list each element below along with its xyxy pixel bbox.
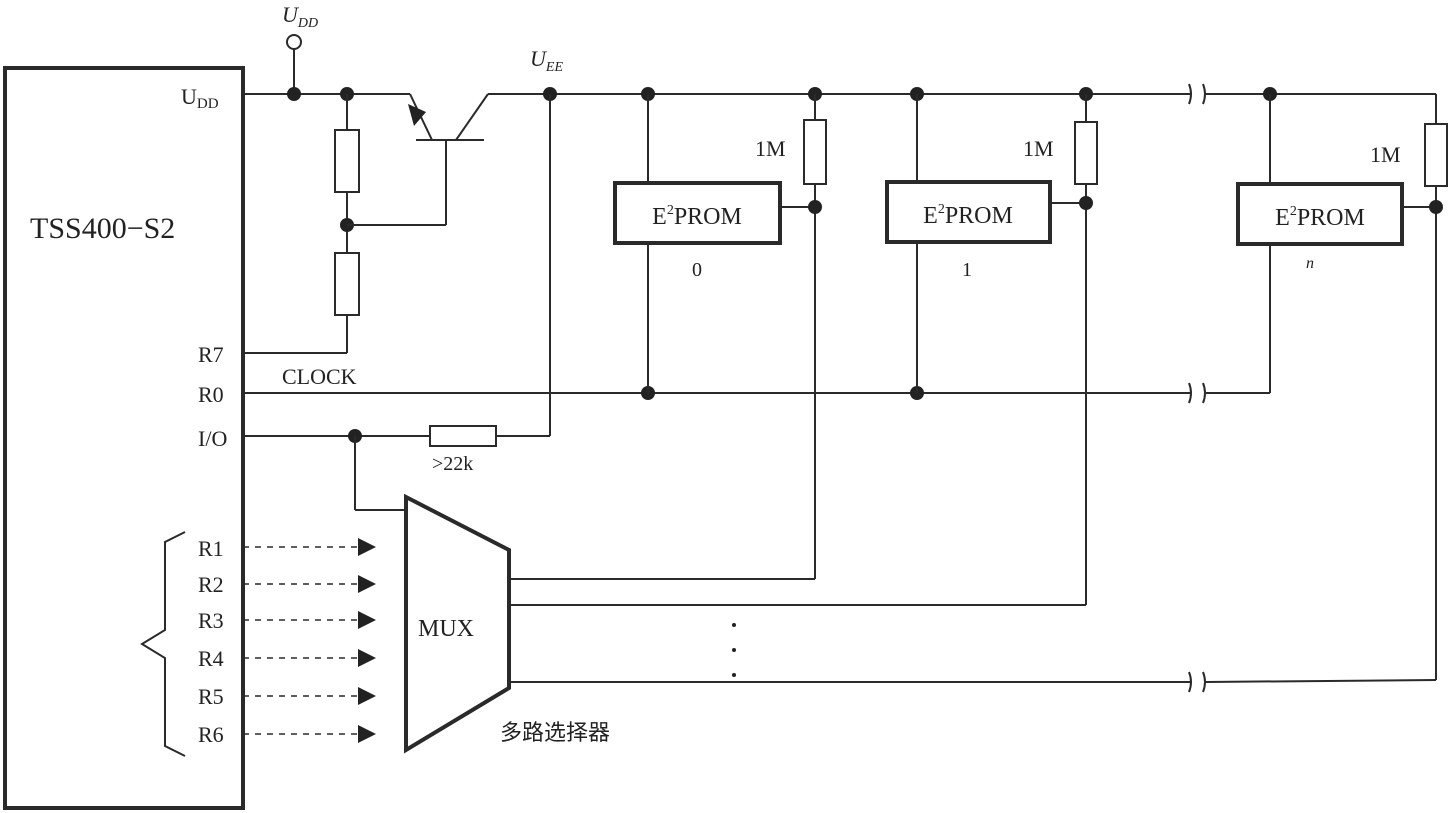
- pullup-1-resistor: [1074, 121, 1098, 185]
- pin-io-label: I/O: [198, 426, 227, 451]
- pin-r2-label: R2: [198, 572, 224, 597]
- eeprom-0: [613, 181, 782, 245]
- pin-r5-label: R5: [198, 684, 224, 709]
- pin-group-brace: [140, 531, 186, 757]
- io-resistor-label: >22k: [432, 453, 473, 475]
- select-arrow-r3: [243, 611, 376, 629]
- pin-r1-label: R1: [198, 536, 224, 561]
- junction: [808, 200, 822, 214]
- junction: [1429, 200, 1443, 214]
- pin-r7-label: R7: [198, 342, 224, 367]
- eeprom-0-label: E2PROM: [652, 203, 742, 230]
- pin-udd-label: UDD: [181, 84, 219, 112]
- break-mark: [1188, 83, 1206, 105]
- eeprom-n-index: n: [1306, 255, 1314, 272]
- mux-output-n: [1205, 679, 1437, 683]
- select-arrow-r2: [243, 575, 376, 593]
- break-mark: [1188, 382, 1206, 404]
- clock-label: CLOCK: [282, 364, 357, 389]
- divider-resistor-bottom: [334, 252, 360, 316]
- mux-label: MUX: [418, 616, 474, 642]
- mux-caption: 多路选择器: [500, 720, 610, 745]
- pin-r3-label: R3: [198, 608, 224, 633]
- junction: [287, 87, 301, 101]
- mux: [404, 493, 511, 754]
- eeprom-1-index: 1: [962, 259, 972, 281]
- select-arrow-r4: [243, 649, 376, 667]
- junction: [1079, 196, 1093, 210]
- eeprom-n: [1236, 182, 1404, 246]
- pullup-n-label: 1M: [1370, 142, 1401, 167]
- break-mark: [1188, 671, 1206, 693]
- select-arrow-r5: [243, 687, 376, 705]
- pin-r0-label: R0: [198, 382, 224, 407]
- eeprom-1: [885, 180, 1052, 244]
- eeprom-1-label: E2PROM: [923, 202, 1013, 229]
- divider-resistor-top: [334, 129, 360, 193]
- eeprom-n-label: E2PROM: [1275, 204, 1365, 231]
- pullup-1-label: 1M: [1023, 136, 1054, 161]
- chip-tss400: [3, 66, 245, 810]
- io-resistor: [429, 425, 497, 447]
- pin-r4-label: R4: [198, 646, 224, 671]
- udd-supply-label: UDD: [282, 2, 318, 31]
- select-arrow-r1: [243, 538, 376, 556]
- pullup-n-resistor: [1424, 123, 1448, 187]
- select-arrow-r6: [243, 725, 376, 743]
- uee-supply-label: UEE: [530, 46, 563, 75]
- pin-r6-label: R6: [198, 722, 224, 747]
- udd-terminal: [286, 34, 302, 50]
- ellipsis-dots: [732, 623, 736, 677]
- pnp-transistor: [408, 93, 489, 141]
- chip-label: TSS400−S2: [30, 212, 175, 245]
- pullup-0-resistor: [803, 119, 827, 185]
- eeprom-0-index: 0: [692, 259, 702, 281]
- pullup-0-label: 1M: [755, 136, 786, 161]
